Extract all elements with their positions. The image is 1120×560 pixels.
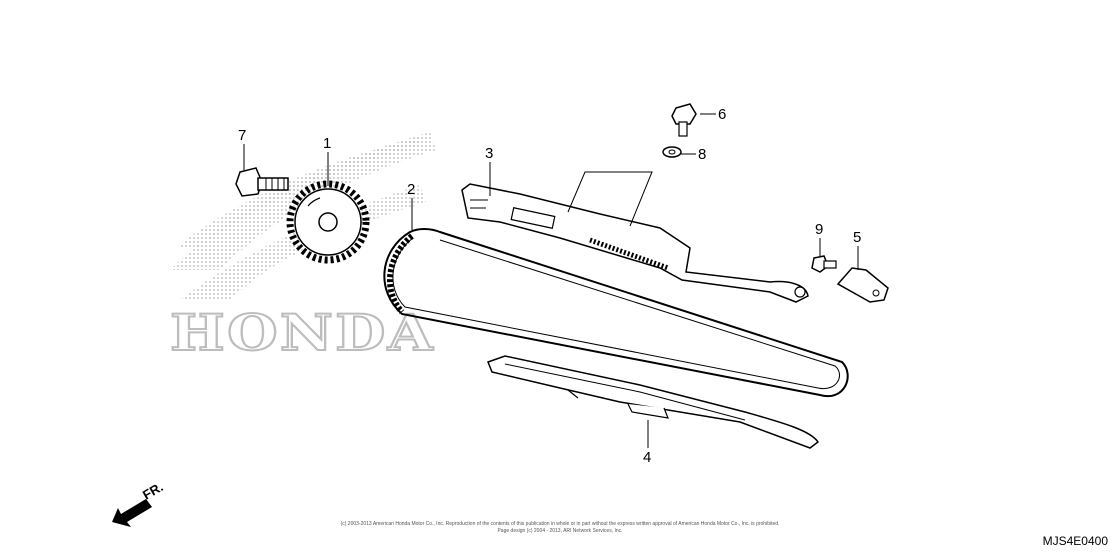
- chain-guide[interactable]: [487, 355, 820, 449]
- callout-labels: 1 2 3 4 5 6 7 8 9: [238, 106, 861, 466]
- cam-chain[interactable]: [383, 228, 849, 398]
- fr-label: FR.: [140, 479, 166, 502]
- callout-1[interactable]: 1: [323, 135, 331, 152]
- washer[interactable]: [662, 146, 682, 158]
- chain-tensioner-arm[interactable]: [461, 183, 809, 303]
- copyright-line-1: (c) 2003-2013 American Honda Motor Co., …: [340, 521, 780, 527]
- copyright-line-2: Page design (c) 2004 - 2013, ARI Network…: [497, 528, 623, 534]
- callout-4[interactable]: 4: [643, 449, 651, 466]
- callout-3[interactable]: 3: [485, 145, 493, 162]
- bracket[interactable]: [836, 267, 889, 303]
- copyright-notice: (c) 2003-2013 American Honda Motor Co., …: [300, 521, 820, 535]
- bolt[interactable]: [671, 103, 697, 137]
- callout-5[interactable]: 5: [853, 229, 861, 246]
- callout-7[interactable]: 7: [238, 127, 246, 144]
- callout-8[interactable]: 8: [698, 146, 706, 163]
- diagram-code: MJS4E0400: [1042, 534, 1108, 548]
- cam-sprocket[interactable]: [286, 180, 370, 264]
- callout-6[interactable]: 6: [718, 106, 726, 123]
- flange-bolt[interactable]: [235, 167, 289, 197]
- small-bolt[interactable]: [811, 255, 837, 273]
- honda-watermark-text: HONDA: [170, 303, 435, 362]
- arrow-down-left-icon: [112, 499, 152, 527]
- callout-2[interactable]: 2: [407, 181, 415, 198]
- callout-9[interactable]: 9: [815, 221, 823, 238]
- honda-wing-logo: HONDA: [169, 132, 436, 363]
- leader-lines: [243, 113, 859, 448]
- front-direction-indicator: FR.: [112, 479, 166, 527]
